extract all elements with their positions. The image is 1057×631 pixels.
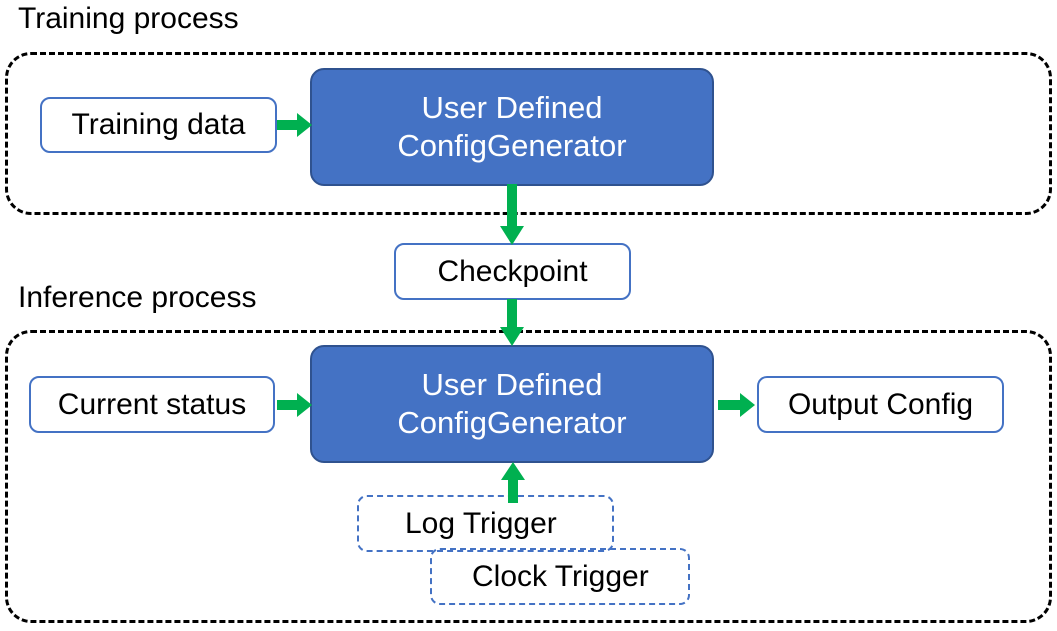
current-status-node[interactable]: Current status — [29, 376, 275, 433]
current-status-label: Current status — [57, 387, 247, 421]
inference-config-generator-block[interactable]: User Defined ConfigGenerator — [310, 345, 714, 463]
arrow-current-status-to-block — [277, 392, 313, 418]
inference-block-line2: ConfigGenerator — [397, 405, 627, 440]
arrow-training-data-to-block — [277, 112, 313, 138]
training-block-line1: User Defined — [421, 90, 603, 125]
arrow-checkpoint-to-inference-block — [499, 299, 525, 347]
training-block-line2: ConfigGenerator — [397, 128, 627, 163]
arrow-training-block-to-checkpoint — [499, 184, 525, 246]
inference-process-container — [5, 330, 1052, 623]
checkpoint-node[interactable]: Checkpoint — [394, 243, 631, 300]
training-process-container — [5, 52, 1052, 215]
arrow-log-trigger-to-block — [500, 462, 526, 504]
inference-block-line1: User Defined — [421, 367, 603, 402]
output-config-node[interactable]: Output Config — [757, 376, 1004, 433]
training-data-node[interactable]: Training data — [40, 97, 277, 153]
training-data-label: Training data — [71, 108, 246, 141]
training-config-generator-block[interactable]: User Defined ConfigGenerator — [310, 68, 714, 186]
log-trigger-label: Log Trigger — [405, 506, 557, 540]
training-process-title: Training process — [18, 2, 239, 35]
log-trigger-node[interactable]: Log Trigger — [357, 495, 614, 552]
checkpoint-label: Checkpoint — [437, 254, 588, 288]
clock-trigger-label: Clock Trigger — [472, 559, 649, 593]
inference-process-title: Inference process — [18, 281, 257, 314]
arrow-block-to-output-config — [718, 392, 756, 418]
clock-trigger-node[interactable]: Clock Trigger — [430, 548, 690, 605]
output-config-label: Output Config — [787, 387, 974, 421]
